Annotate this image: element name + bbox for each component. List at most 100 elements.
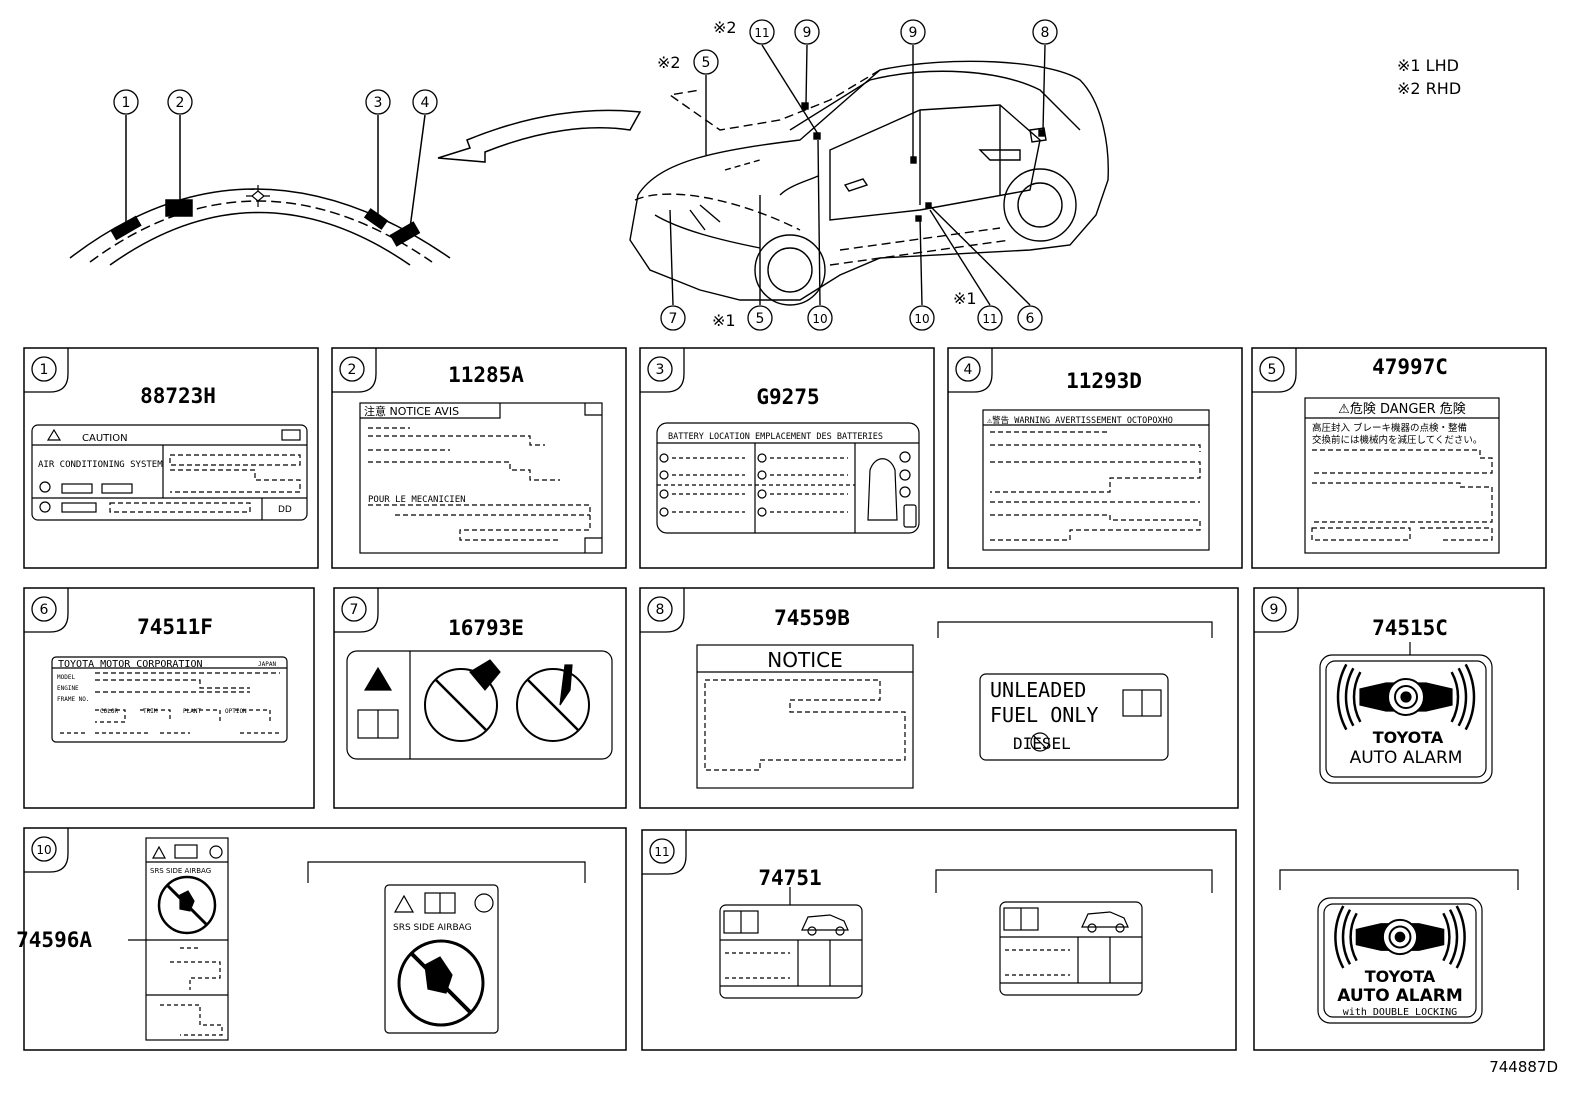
- dd-text: DD: [278, 505, 292, 515]
- callout-number: 6: [40, 602, 49, 618]
- callout-number: 9: [1270, 602, 1279, 618]
- car-callout-8: [1032, 19, 1058, 45]
- warning-text: ⚠警告 WARNING AVERTISSEMENT OCTOPOXHO: [987, 415, 1173, 426]
- alarm-wave: [1450, 671, 1460, 723]
- alarm-wave: [1349, 912, 1358, 962]
- panel-number: [1261, 596, 1287, 622]
- callout-number: 6: [1026, 311, 1035, 327]
- alarm-wave: [1455, 905, 1466, 969]
- plant-text: PLANT: [183, 708, 201, 715]
- label-74751: [719, 869, 1213, 999]
- row-marker: [757, 507, 767, 517]
- panel-number: [647, 356, 673, 382]
- panel-number: [339, 356, 365, 382]
- part-number: G9275: [756, 385, 819, 409]
- hood-callout-1: [113, 89, 139, 115]
- part-number: 74596A: [16, 928, 92, 952]
- callout-number: 9: [803, 25, 812, 41]
- part-number: 11285A: [448, 363, 524, 387]
- label-G9275: [656, 422, 920, 534]
- row-marker: [659, 489, 669, 499]
- label-74559B: [696, 621, 1213, 789]
- alarm-wave: [1352, 671, 1362, 723]
- callout-number: 5: [1268, 362, 1277, 378]
- lhd-mark: ※1: [953, 289, 977, 308]
- label-74515C: [1279, 642, 1519, 1024]
- panel-tab: [640, 348, 685, 393]
- hood-callout-4: [412, 89, 438, 115]
- panel-tab: [332, 348, 377, 393]
- callout-number: 3: [656, 362, 665, 378]
- car-sketch: [629, 44, 1109, 306]
- load-label-frame: [999, 901, 1143, 996]
- car-callout-5: [693, 49, 719, 75]
- row-marker: [757, 489, 767, 499]
- car-wheel: [807, 926, 817, 936]
- callout-number: 8: [656, 602, 665, 618]
- label-11293D: [982, 409, 1210, 551]
- alarm-wave: [1334, 905, 1345, 969]
- callout-number: 8: [1041, 25, 1050, 41]
- car-callout-11: [977, 305, 1003, 331]
- row-marker: [757, 453, 767, 463]
- fuel-only-text: FUEL ONLY: [990, 703, 1098, 727]
- load-label-frame: [719, 904, 863, 999]
- note-lhd: ※1 LHD: [1397, 56, 1459, 75]
- label-16793E: [346, 650, 613, 760]
- alarm-wave: [1336, 663, 1348, 731]
- model-text: MODEL: [57, 674, 75, 681]
- danger-jp-2: 交換前には機械内を減圧してください。: [1312, 434, 1482, 446]
- car-wheel: [835, 926, 845, 936]
- alarm-wave: [1457, 667, 1468, 727]
- callout-number: 2: [348, 362, 357, 378]
- toyota-text: TOYOTA: [1373, 728, 1444, 747]
- hood-callout-2: [167, 89, 193, 115]
- car-wheel: [1087, 923, 1097, 933]
- panel-tab: [948, 348, 993, 393]
- car-callout-10: [909, 305, 935, 331]
- notice-avis-text: 注意 NOTICE AVIS: [364, 404, 459, 418]
- car-icon: [801, 914, 849, 931]
- notice-text: NOTICE: [767, 648, 842, 672]
- note-rhd: ※2 RHD: [1397, 79, 1461, 98]
- panel-frames: [23, 347, 1547, 1051]
- panel-tab: [24, 348, 69, 393]
- panel-number: [955, 356, 981, 382]
- panel-number: [341, 596, 367, 622]
- srs-text-small: SRS SIDE AIRBAG: [150, 867, 211, 875]
- label-74596A: [128, 837, 586, 1041]
- alarm-wave: [1442, 912, 1451, 962]
- hood-callout-3: [365, 89, 391, 115]
- alarm-ring: [1394, 685, 1418, 709]
- rhd-mark: ※2: [713, 18, 737, 37]
- frame-text: FRAME NO.: [57, 696, 90, 703]
- alarm-ring: [1388, 925, 1412, 949]
- car-wheel: [1115, 923, 1125, 933]
- callout-number: 11: [654, 845, 669, 859]
- alarm-wave: [1344, 667, 1355, 727]
- callout-number: 9: [909, 25, 918, 41]
- part-number: 74511F: [137, 615, 213, 639]
- row-line: [725, 952, 790, 979]
- battery-location-text: BATTERY LOCATION EMPLACEMENT DES BATTERI…: [668, 432, 883, 442]
- lhd-mark: ※1: [712, 311, 736, 330]
- row-marker: [659, 470, 669, 480]
- ac-system-text: AIR CONDITIONING SYSTEM: [38, 460, 163, 470]
- callout-number: 3: [374, 95, 383, 111]
- panel-tab: [1254, 588, 1299, 633]
- label-74511F: [51, 656, 288, 743]
- callout-number: 7: [350, 602, 359, 618]
- part-number: 16793E: [448, 616, 524, 640]
- part-number: 11293D: [1066, 369, 1142, 393]
- panel-tab: [1252, 348, 1297, 393]
- label-88723H: [31, 424, 308, 521]
- callout-number: 10: [36, 843, 51, 857]
- alarm-wave: [1341, 909, 1352, 965]
- unleaded-text: UNLEADED: [990, 678, 1086, 702]
- part-number: 88723H: [140, 384, 216, 408]
- callout-number: 2: [176, 95, 185, 111]
- panel-tab: [642, 830, 687, 875]
- alarm-center: [1394, 931, 1406, 943]
- panel-number: [31, 836, 57, 862]
